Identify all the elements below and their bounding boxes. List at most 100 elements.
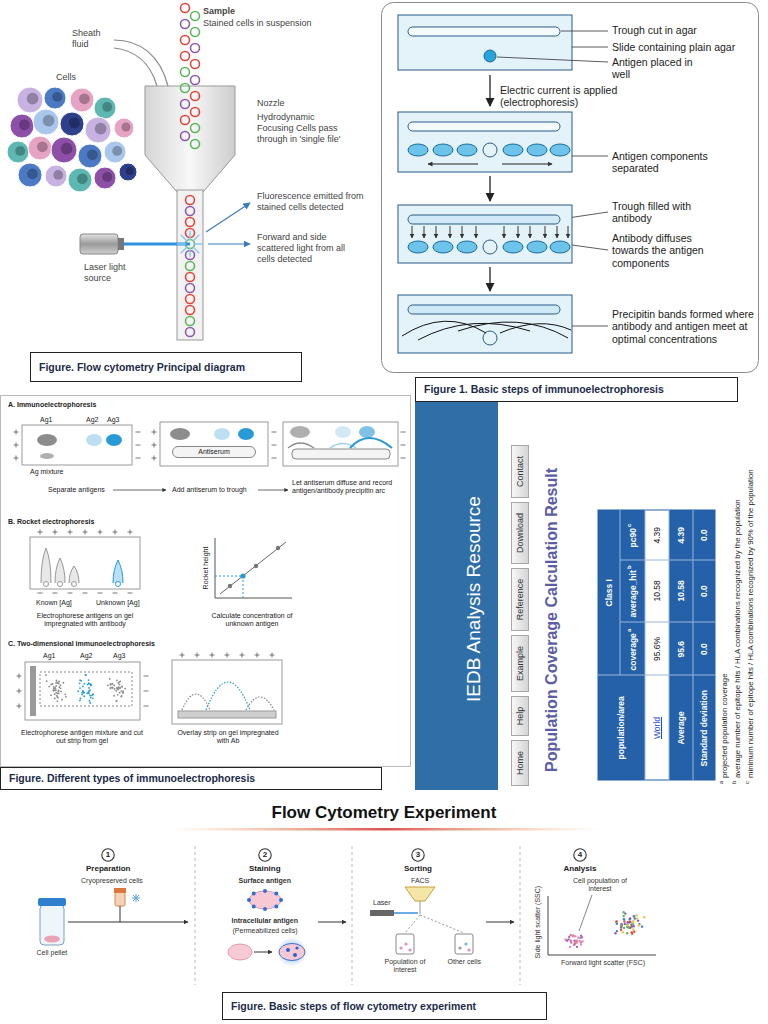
scatter-plot — [628, 918, 630, 920]
node-text: 2 — [263, 851, 267, 859]
annotation-label: Laser light source — [84, 262, 134, 284]
table-cell: Standard deviation — [699, 690, 709, 767]
cell-cluster — [77, 173, 88, 184]
agar-slide — [408, 27, 560, 36]
stained-cell — [186, 218, 195, 227]
stained-cell — [191, 76, 200, 85]
antigen-dot — [79, 698, 81, 700]
calibration-plot — [215, 576, 243, 577]
flow-tube — [177, 190, 203, 340]
antigen-dot — [92, 693, 94, 695]
electrode-sign — [144, 691, 149, 692]
table-cell: 95.6% — [652, 637, 662, 661]
leader-line — [497, 57, 608, 62]
precipitin-arc — [350, 438, 392, 448]
agar-slide — [398, 205, 572, 263]
facs-sorter — [408, 948, 411, 951]
title-underline — [170, 828, 600, 831]
electrode-sign — [272, 653, 273, 658]
annotation-label: Staining — [249, 864, 281, 874]
step-separator — [352, 846, 353, 985]
antigen-dot — [116, 687, 118, 689]
antigen-dot — [113, 695, 115, 697]
antigen-spot — [238, 428, 254, 440]
precipitin-peak — [206, 682, 250, 710]
table-cell: 4.39 — [676, 527, 686, 544]
annotation-label: Antigen placed in well — [612, 56, 707, 81]
electrode-sign — [272, 432, 277, 433]
cell-cluster — [102, 102, 112, 112]
stained-cell — [286, 948, 290, 952]
footnote: minimum number of epitope hits / HLA com… — [746, 469, 755, 778]
antigen-spot — [40, 453, 54, 459]
antigen-dot — [109, 678, 111, 680]
cell-cluster — [68, 168, 92, 192]
laser-source — [118, 238, 124, 250]
cell-cluster — [94, 167, 116, 189]
antigen-dot — [124, 688, 126, 690]
electrode-sign — [115, 530, 116, 535]
antigen-dot — [90, 697, 92, 699]
electrode-sign — [100, 530, 101, 535]
gel-strip — [40, 672, 132, 706]
cell-cluster — [85, 117, 111, 143]
scatter-plot — [570, 934, 572, 936]
results-table — [669, 510, 715, 780]
facs-sorter — [420, 901, 421, 914]
annotation-label: Let antiserum diffuse and record antigen… — [292, 479, 400, 495]
scatter-plot — [623, 918, 625, 920]
scatter-plot — [564, 911, 645, 948]
step-circle: 1 — [101, 848, 115, 862]
footnote: c — [744, 781, 751, 784]
antigen-dot — [79, 687, 81, 689]
electrode-sign — [272, 432, 277, 433]
annotation-label: Trough filled with antibody — [612, 200, 712, 225]
cell-cluster — [104, 141, 126, 163]
antigen-dot — [89, 689, 91, 691]
calibration-plot — [276, 546, 280, 550]
annotation-label: Sheath fluid — [72, 28, 112, 50]
facs-sorter — [370, 910, 394, 916]
scatter-burst — [193, 247, 199, 253]
antigen-dot — [79, 700, 81, 702]
cell-cluster — [10, 114, 34, 138]
stained-cell — [249, 891, 281, 909]
scatter-burst — [193, 235, 199, 241]
stained-cell — [263, 907, 267, 911]
annotation-label: Laser — [373, 899, 391, 907]
antigen-dot — [46, 680, 48, 682]
antigen-dot — [117, 694, 119, 696]
stained-cell — [181, 52, 190, 61]
gel-plate — [30, 537, 140, 589]
cell-cluster — [79, 93, 90, 104]
table-cell: 10.58 — [652, 580, 662, 601]
nozzle-funnel — [145, 86, 235, 192]
annotation-label: Analysis — [564, 864, 597, 874]
antigen-band — [408, 144, 428, 156]
electrode-sign — [128, 593, 133, 594]
electrode-sign — [113, 593, 118, 594]
antigen-spot — [106, 434, 122, 446]
calibration-plot — [215, 538, 216, 598]
scatter-plot — [616, 923, 618, 925]
electrode-sign — [83, 593, 88, 594]
cell-cluster — [70, 88, 94, 112]
step-arrow — [258, 490, 288, 491]
annotation-label: Cell pellet — [37, 949, 68, 957]
stained-cell — [252, 892, 256, 896]
electrode-sign — [14, 443, 19, 448]
stained-cell — [228, 889, 307, 967]
cell-cluster — [102, 172, 112, 182]
stained-cell — [181, 20, 190, 29]
antigen-dot — [56, 681, 58, 683]
electrode-sign — [83, 593, 88, 594]
scatter-plot — [572, 935, 574, 937]
gel-strip — [30, 666, 36, 716]
stained-cell — [252, 904, 256, 908]
antigen-dot — [85, 674, 87, 676]
results-table — [598, 510, 715, 780]
step-circle: 4 — [573, 848, 587, 862]
precipitin-arc — [500, 324, 571, 333]
annotation-label: Unknown [Ag] — [96, 599, 140, 607]
cell-cluster — [78, 144, 102, 168]
